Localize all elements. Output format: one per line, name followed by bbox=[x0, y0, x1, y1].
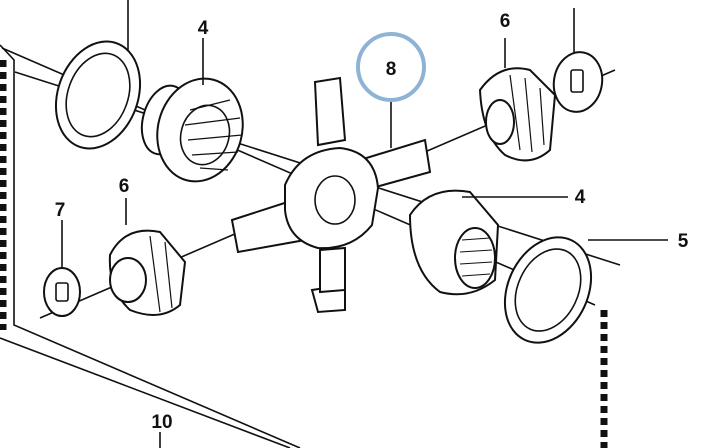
callout-10: 10 bbox=[151, 412, 172, 433]
callout-4-top: 4 bbox=[198, 18, 209, 39]
thrust-washer-right bbox=[503, 236, 593, 344]
callout-6-left: 6 bbox=[119, 176, 130, 197]
highlight-ring bbox=[356, 32, 426, 102]
pinion-gear-left bbox=[108, 229, 187, 316]
callout-7: 7 bbox=[55, 200, 66, 221]
callout-4-right: 4 bbox=[575, 187, 586, 208]
small-washer-top-right bbox=[552, 51, 604, 113]
callout-6-top: 6 bbox=[500, 11, 511, 32]
side-gear-top-left bbox=[140, 77, 244, 183]
side-gear-right bbox=[408, 189, 500, 296]
callout-8: 8 bbox=[386, 59, 397, 80]
small-washer-left bbox=[43, 267, 81, 317]
pinion-gear-top-right bbox=[478, 67, 557, 162]
thrust-washer-top-left bbox=[54, 40, 142, 150]
callout-5: 5 bbox=[678, 231, 689, 252]
spider-cross-shaft bbox=[230, 76, 432, 314]
leader-lines bbox=[61, 0, 668, 448]
